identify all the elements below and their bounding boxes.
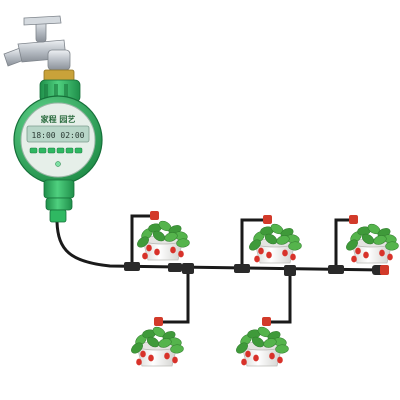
end-cap	[380, 265, 389, 275]
feeder-2	[240, 218, 267, 268]
timer-indicator-led	[55, 161, 61, 167]
dripper-2	[263, 215, 272, 224]
lcd-reading: 18:00 02:00	[32, 131, 85, 140]
feeder-3	[334, 218, 354, 268]
feeder-1	[130, 214, 154, 268]
timer-brand: 家程 园艺	[41, 114, 76, 124]
strawberry-pot	[249, 223, 302, 264]
feeder-5	[266, 268, 292, 324]
water-timer: 家程 园艺 18:00 02:00	[13, 79, 103, 223]
dripper-1	[150, 211, 159, 220]
main-hose	[55, 220, 384, 272]
dripper-3	[349, 215, 358, 224]
strawberry-pot	[346, 223, 399, 264]
faucet	[3, 15, 71, 71]
dripper-4	[154, 317, 163, 326]
timer-lcd	[26, 125, 90, 143]
strawberry-pot	[131, 326, 184, 367]
tubing-network	[55, 214, 384, 324]
feeder-4	[158, 266, 190, 324]
pots-layer	[131, 220, 399, 367]
timer-buttons	[29, 147, 83, 154]
strawberry-pot	[236, 326, 289, 367]
dripper-5	[262, 317, 271, 326]
drippers	[150, 211, 389, 326]
strawberry-pot	[137, 220, 190, 261]
